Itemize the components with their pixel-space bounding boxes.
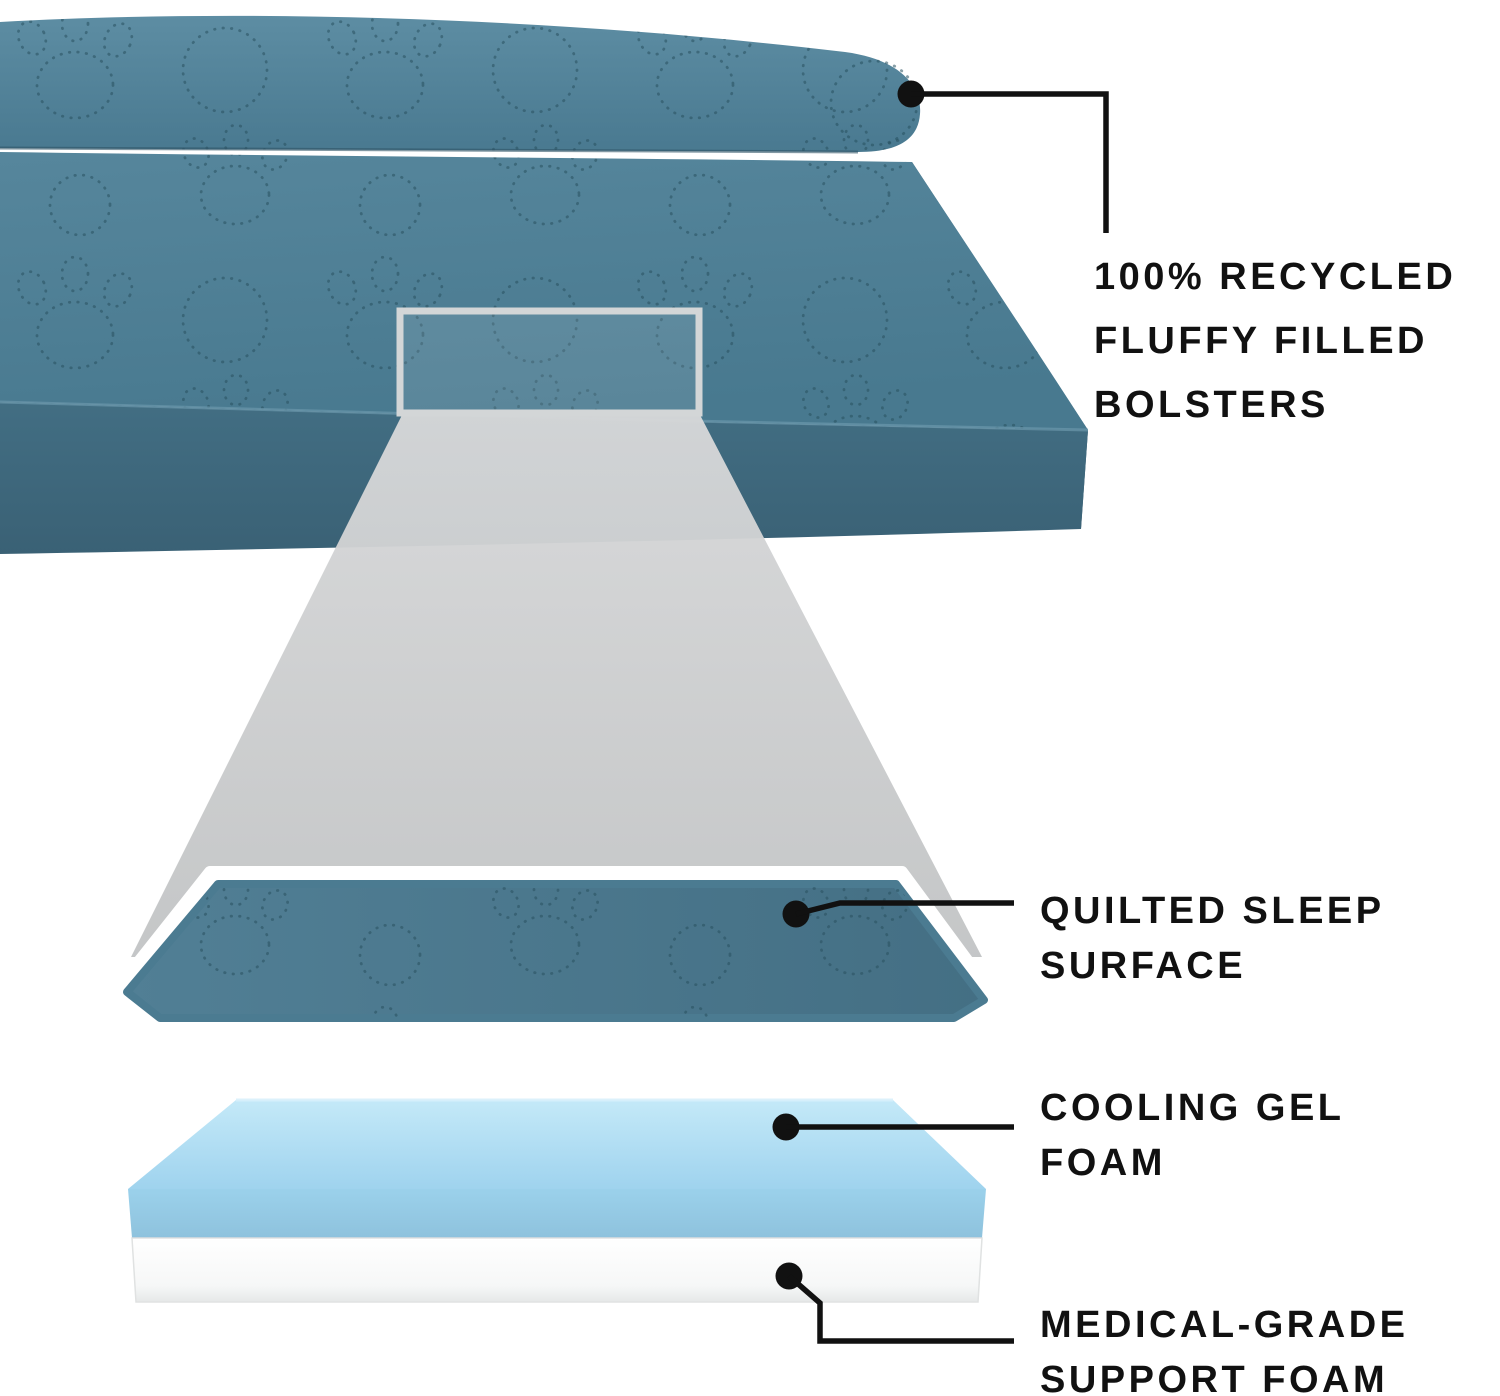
callout-bolsters-line [897,80,1109,233]
mattress-quilting [0,152,1088,430]
callout-cooling-gel-line [772,1113,1014,1141]
callout-lines [772,80,1109,1344]
cooling-gel-front-face [128,1189,986,1238]
callout-label-bolsters: 100% RECYCLED FLUFFY FILLED BOLSTERS [1094,256,1457,426]
callout-label-cooling-gel: COOLING GEL FOAM [1040,1087,1345,1185]
quilted-layer-stitching [127,884,984,1018]
quilted-sleep-surface-layer [112,866,998,1030]
callout-sleep-surface-line [782,900,1014,928]
zoom-rectangle [396,307,703,417]
bolster-crease [0,146,859,154]
bolster-quilting [0,15,921,152]
foam-base-layers [128,1098,986,1303]
callout-label-support-foam: MEDICAL-GRADE SUPPORT FOAM [1040,1304,1409,1396]
zoom-beam [131,413,982,957]
callout-label-sleep-surface: QUILTED SLEEP SURFACE [1040,890,1385,988]
callout-support-foam-line [775,1262,1014,1344]
cooling-gel-top-face [128,1100,986,1189]
support-foam-front-face [131,1237,983,1303]
